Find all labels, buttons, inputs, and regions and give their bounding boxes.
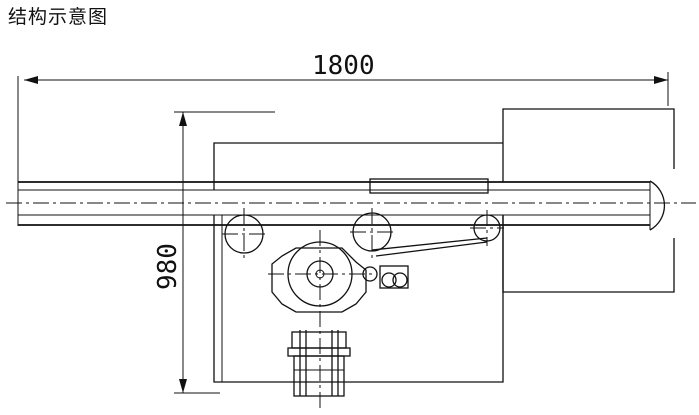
width-label: 1800: [312, 51, 375, 81]
small-pulleys: [362, 265, 409, 289]
roller-left: [222, 208, 266, 260]
height-arrow-top: [179, 112, 187, 126]
main-frame: [213, 142, 504, 383]
bottom-clamp: [287, 330, 351, 397]
width-dimension: 1800: [17, 51, 669, 226]
end-cap: [649, 180, 666, 231]
roller-right: [470, 210, 504, 246]
tension-arm: [371, 237, 488, 257]
height-label: 980: [153, 243, 183, 290]
height-arrow-bottom: [179, 379, 187, 393]
height-dimension: 980: [153, 111, 275, 394]
width-arrow-right: [654, 76, 668, 84]
width-arrow-left: [24, 76, 38, 84]
slider-block: [369, 178, 489, 194]
page-title: 结构示意图: [8, 6, 109, 28]
right-housing: [502, 108, 675, 293]
rail-beam: [6, 178, 696, 226]
